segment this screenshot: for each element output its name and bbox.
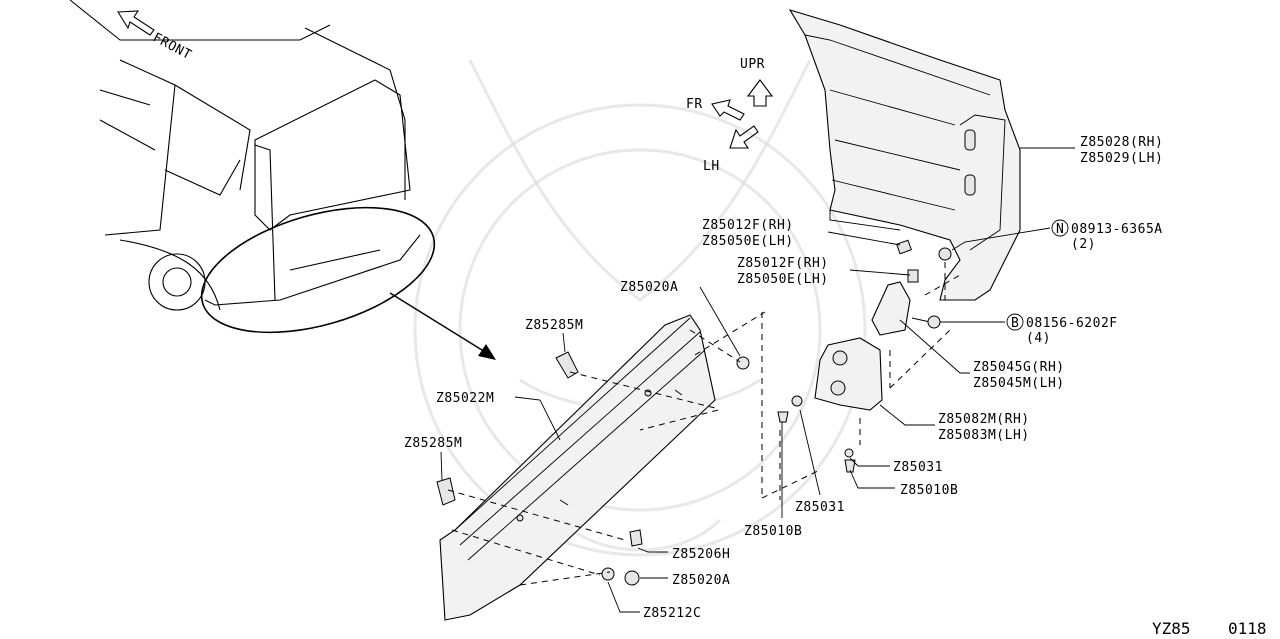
bolt-symbol-circle [1006, 313, 1024, 331]
label-z85020a-top: Z85020A [620, 280, 678, 295]
label-z85031-l: Z85031 [795, 500, 845, 515]
washer-z85031-left [791, 395, 803, 407]
bolt-symbol: B [1011, 316, 1019, 331]
label-z85012f-a: Z85012F(RH) [702, 218, 794, 233]
clip-z85285m-upper [555, 351, 579, 379]
front-arrow-icon [117, 10, 155, 36]
nut-symbol: N [1056, 222, 1064, 237]
pointer-arrowhead [478, 344, 496, 360]
label-z85029: Z85029(LH) [1080, 151, 1163, 166]
rear-quarter-panel [788, 9, 1021, 301]
bolt-icon [911, 315, 941, 329]
washer-z85031-right [844, 448, 854, 458]
label-z85212c: Z85212C [643, 606, 701, 621]
label-z85022m: Z85022M [436, 391, 494, 406]
fr-label: FR [686, 97, 703, 112]
washer-z85212c [601, 567, 615, 581]
bolt-z85020a-upper [736, 356, 750, 370]
front-label: FRONT [150, 30, 194, 63]
label-bolt-qty: (4) [1026, 331, 1051, 346]
label-z85020a-bot: Z85020A [672, 573, 730, 588]
label-nut-part: 08913-6365A [1071, 222, 1163, 237]
label-z85045g: Z85045G(RH) [973, 360, 1065, 375]
label-z85010b-r: Z85010B [900, 483, 958, 498]
clip-z85012f-lower [907, 269, 919, 283]
highlight-ellipse [200, 206, 436, 334]
nut-symbol-circle [1051, 219, 1069, 237]
label-z85285m-top: Z85285M [525, 318, 583, 333]
vehicle-outline [69, 0, 421, 311]
label-z85050e-b: Z85050E(LH) [737, 272, 829, 287]
lh-label: LH [703, 159, 720, 174]
watermark-emblem [413, 59, 867, 557]
clip-z85285m-lower [436, 477, 456, 506]
pointer-arrow [389, 292, 491, 356]
upr-label: UPR [740, 57, 765, 72]
label-z85050e-a: Z85050E(LH) [702, 234, 794, 249]
label-bolt-part: 08156-6202F [1026, 316, 1118, 331]
nut-icon [938, 247, 952, 261]
label-z85045m: Z85045M(LH) [973, 376, 1065, 391]
mudguard-z85082m [814, 337, 883, 411]
label-z85285m-bot: Z85285M [404, 436, 462, 451]
label-z85031-r: Z85031 [893, 460, 943, 475]
diagram-code: YZ85 [1152, 619, 1191, 638]
label-z85206h: Z85206H [672, 547, 730, 562]
clip-z85012f-upper [896, 239, 912, 255]
leader-lines [440, 147, 1075, 613]
diagram-number: 0118 [1228, 619, 1267, 638]
clip-z85206h [629, 529, 643, 547]
label-nut-qty: (2) [1071, 237, 1096, 252]
label-z85082m: Z85082M(RH) [938, 412, 1030, 427]
bracket-z85045 [871, 281, 911, 336]
label-z85010b-l: Z85010B [744, 524, 802, 539]
bolt-z85020a-lower [624, 570, 640, 586]
direction-compass [711, 79, 774, 149]
screw-z85010b-left [777, 411, 789, 423]
label-z85083m: Z85083M(LH) [938, 428, 1030, 443]
label-z85012f-b: Z85012F(RH) [737, 256, 829, 271]
label-z85028: Z85028(RH) [1080, 135, 1163, 150]
